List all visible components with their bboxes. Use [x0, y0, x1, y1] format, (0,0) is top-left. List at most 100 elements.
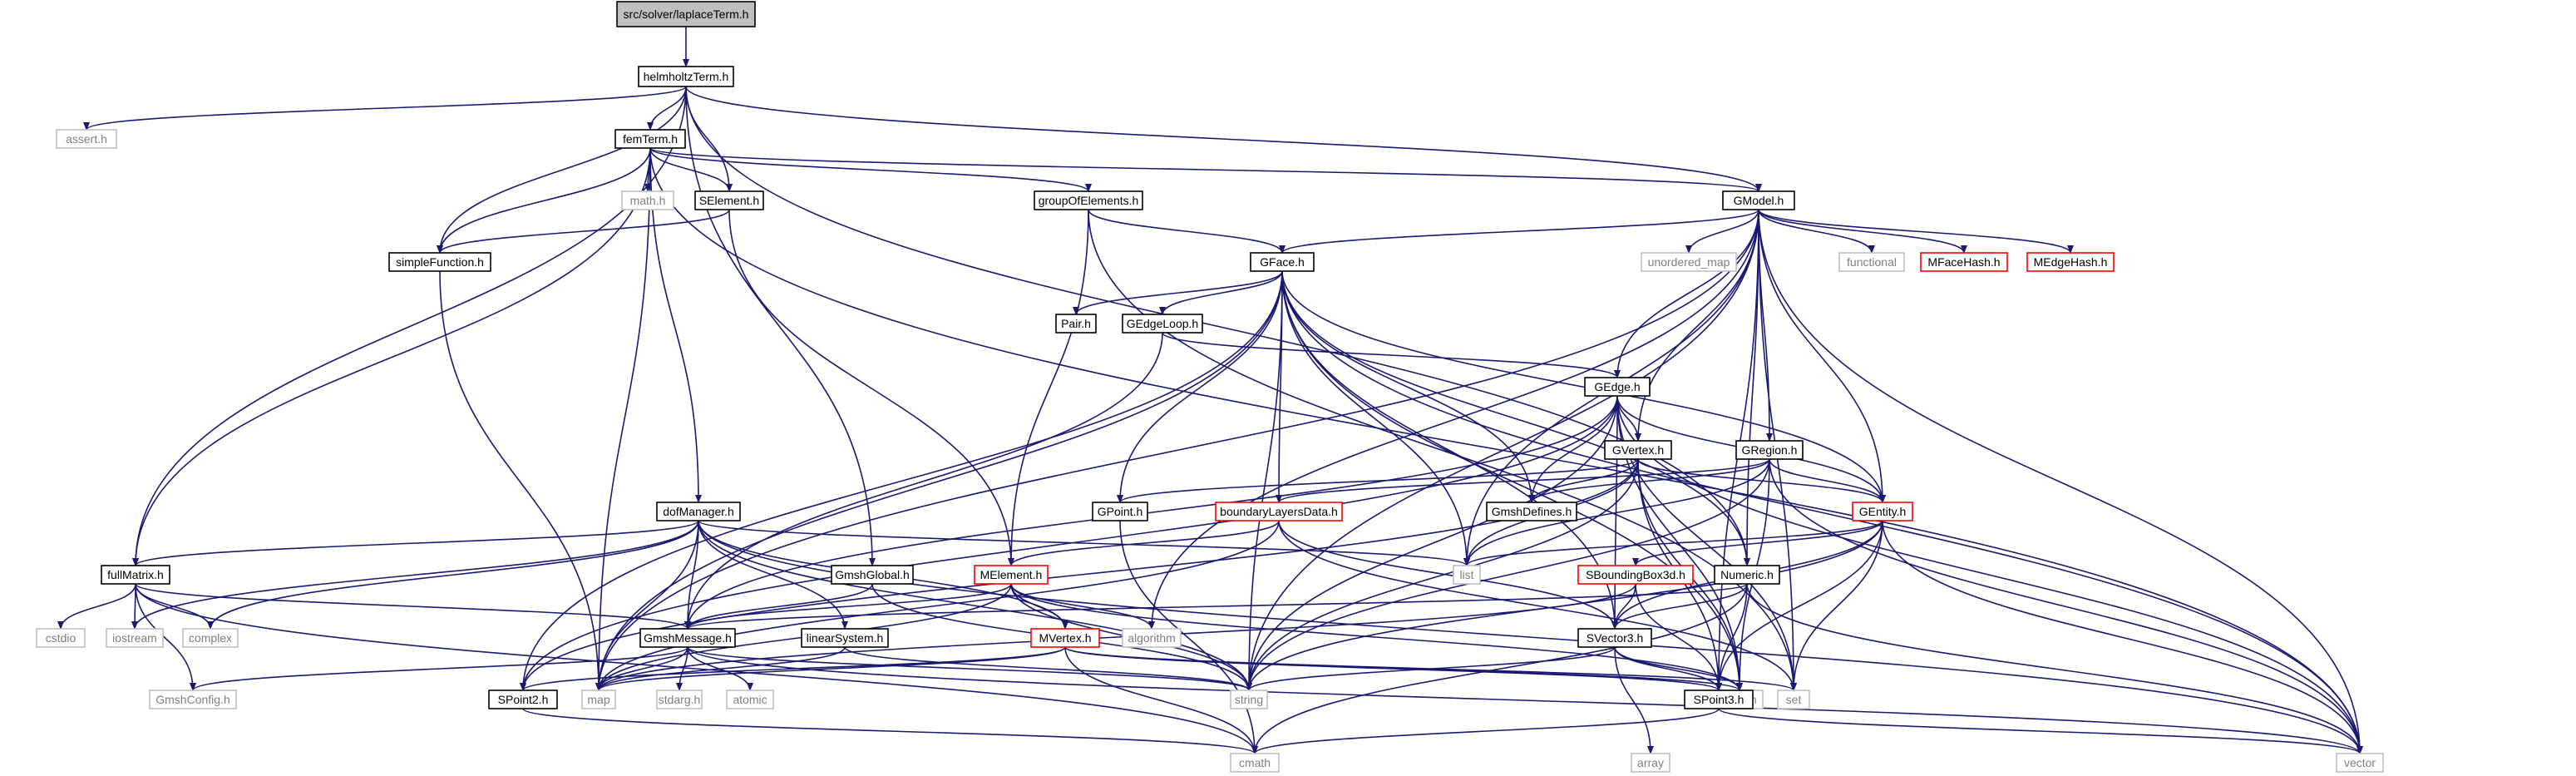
node-box — [182, 628, 239, 648]
node-box — [1577, 565, 1694, 585]
node-label: GEdgeLoop.h — [1127, 317, 1198, 330]
node-box — [1631, 753, 1670, 773]
edge-simple-function-to-map — [439, 270, 602, 691]
edge-gmodel-to-map — [595, 209, 1759, 691]
node-label: Numeric.h — [1720, 568, 1774, 581]
node-box — [1684, 690, 1754, 709]
node-label: GPoint.h — [1098, 505, 1142, 518]
edge-gmodel-to-gentity — [1758, 209, 1886, 503]
node-box — [101, 565, 170, 585]
node-box — [1055, 314, 1097, 334]
edge-gmodel-to-gedge — [1614, 209, 1759, 378]
node-box — [1852, 502, 1913, 521]
node-box — [656, 690, 703, 709]
node-label: SElement.h — [699, 194, 759, 207]
edge-spoint2-to-cmath — [522, 708, 1258, 754]
node-gpoint[interactable]: GPoint.h — [1092, 502, 1148, 521]
node-linear-system[interactable]: linearSystem.h — [801, 628, 889, 648]
node-numeric[interactable]: Numeric.h — [1714, 565, 1780, 585]
node-box — [801, 628, 889, 648]
edge-full-matrix-to-cmath — [135, 583, 1258, 754]
node-label: Pair.h — [1061, 317, 1091, 330]
edge-dof-manager-to-gmsh-message — [684, 520, 699, 630]
node-group-of-elements[interactable]: groupOfElements.h — [1034, 190, 1143, 210]
node-dof-manager[interactable]: dofManager.h — [656, 502, 741, 521]
node-label: array — [1637, 756, 1664, 769]
node-gmodel[interactable]: GModel.h — [1722, 190, 1795, 210]
node-label: MVertex.h — [1039, 631, 1091, 645]
edge-selement-to-melement — [728, 209, 1014, 566]
edge-gface-to-string — [1246, 270, 1283, 691]
node-gedge-loop[interactable]: GEdgeLoop.h — [1122, 314, 1203, 334]
node-svector3[interactable]: SVector3.h — [1577, 628, 1652, 648]
node-laplace-term[interactable]: src/solver/laplaceTerm.h — [616, 1, 756, 27]
node-label: cstdio — [46, 631, 76, 645]
node-fem-term[interactable]: femTerm.h — [614, 129, 686, 149]
edge-dof-manager-to-vector — [698, 520, 2363, 754]
node-label: string — [1235, 693, 1263, 706]
edge-group-of-elements-to-set — [1088, 209, 1797, 691]
node-label: assert.h — [66, 132, 107, 146]
node-mface-hash[interactable]: MFaceHash.h — [1920, 252, 2008, 272]
edge-gregion-to-gmsh-defines — [1528, 458, 1770, 503]
node-label: src/solver/laplaceTerm.h — [624, 7, 749, 21]
edge-full-matrix-to-gmsh-config — [135, 583, 196, 691]
edge-gmodel-to-gregion — [1758, 209, 1773, 442]
node-label: groupOfElements.h — [1039, 194, 1139, 207]
file-nodes: src/solver/laplaceTerm.h helmholtzTerm.h a… — [36, 1, 2384, 773]
node-mvertex[interactable]: MVertex.h — [1030, 628, 1100, 648]
node-gmsh-message[interactable]: GmshMessage.h — [639, 628, 736, 648]
node-gface[interactable]: GFace.h — [1250, 252, 1315, 272]
node-helmholtz-term[interactable]: helmholtzTerm.h — [638, 66, 734, 87]
node-gentity[interactable]: GEntity.h — [1852, 502, 1913, 521]
edge-gface-to-gedge-loop — [1159, 270, 1283, 315]
node-gvertex[interactable]: GVertex.h — [1604, 440, 1672, 460]
node-medge-hash[interactable]: MEdgeHash.h — [2026, 252, 2115, 272]
node-boundary-layers-data[interactable]: boundaryLayersData.h — [1215, 502, 1343, 521]
edge-boundary-layers-data-to-set — [1278, 520, 1797, 691]
node-complex: complex — [182, 628, 239, 648]
node-selement[interactable]: SElement.h — [694, 190, 764, 210]
node-math: math.h — [621, 190, 674, 210]
node-gmsh-defines[interactable]: GmshDefines.h — [1486, 502, 1577, 521]
edge-helmholtz-term-to-numeric — [685, 86, 1750, 566]
node-simple-function[interactable]: simpleFunction.h — [388, 252, 491, 272]
node-label: GFace.h — [1260, 255, 1305, 269]
edge-linear-system-to-map — [595, 646, 846, 691]
edge-gentity-to-spoint3 — [1715, 520, 1883, 691]
edge-gface-to-gentity — [1281, 270, 1886, 503]
edge-gvertex-to-gentity — [1637, 458, 1886, 503]
node-box — [831, 565, 914, 585]
edge-gedge-to-gmsh-defines — [1528, 395, 1618, 503]
edge-svector3-to-string — [1246, 646, 1616, 691]
node-gmsh-global[interactable]: GmshGlobal.h — [831, 565, 914, 585]
node-box — [1722, 190, 1795, 210]
node-box — [1230, 690, 1268, 709]
node-label: cmath — [1239, 756, 1271, 769]
edge-helmholtz-term-to-assert — [83, 86, 687, 131]
edge-dof-manager-to-iostream — [131, 520, 699, 630]
edge-gface-to-gmsh-defines — [1281, 270, 1535, 503]
edge-gmodel-to-medge-hash — [1758, 209, 2074, 254]
node-spoint2[interactable]: SPoint2.h — [488, 690, 558, 709]
node-pair[interactable]: Pair.h — [1055, 314, 1097, 334]
node-melement[interactable]: MElement.h — [974, 565, 1049, 585]
node-box — [2026, 252, 2115, 272]
node-box — [1250, 252, 1315, 272]
node-full-matrix[interactable]: fullMatrix.h — [101, 565, 170, 585]
edge-mvertex-to-stdio — [1064, 646, 1743, 691]
node-label: functional — [1847, 255, 1897, 269]
node-label: femTerm.h — [623, 132, 678, 146]
node-box — [488, 690, 558, 709]
node-box — [388, 252, 491, 272]
edge-fem-term-to-vector — [649, 147, 2363, 754]
node-atomic: atomic — [726, 690, 774, 709]
node-gedge[interactable]: GEdge.h — [1584, 377, 1651, 397]
node-sbounding-box3d[interactable]: SBoundingBox3d.h — [1577, 565, 1694, 585]
edge-helmholtz-term-to-simple-function — [437, 86, 687, 254]
edge-gregion-to-vector — [1769, 458, 2363, 754]
node-spoint3[interactable]: SPoint3.h — [1684, 690, 1754, 709]
node-gregion[interactable]: GRegion.h — [1735, 440, 1804, 460]
edge-sbounding-box3d-to-spoint3 — [1635, 583, 1722, 691]
